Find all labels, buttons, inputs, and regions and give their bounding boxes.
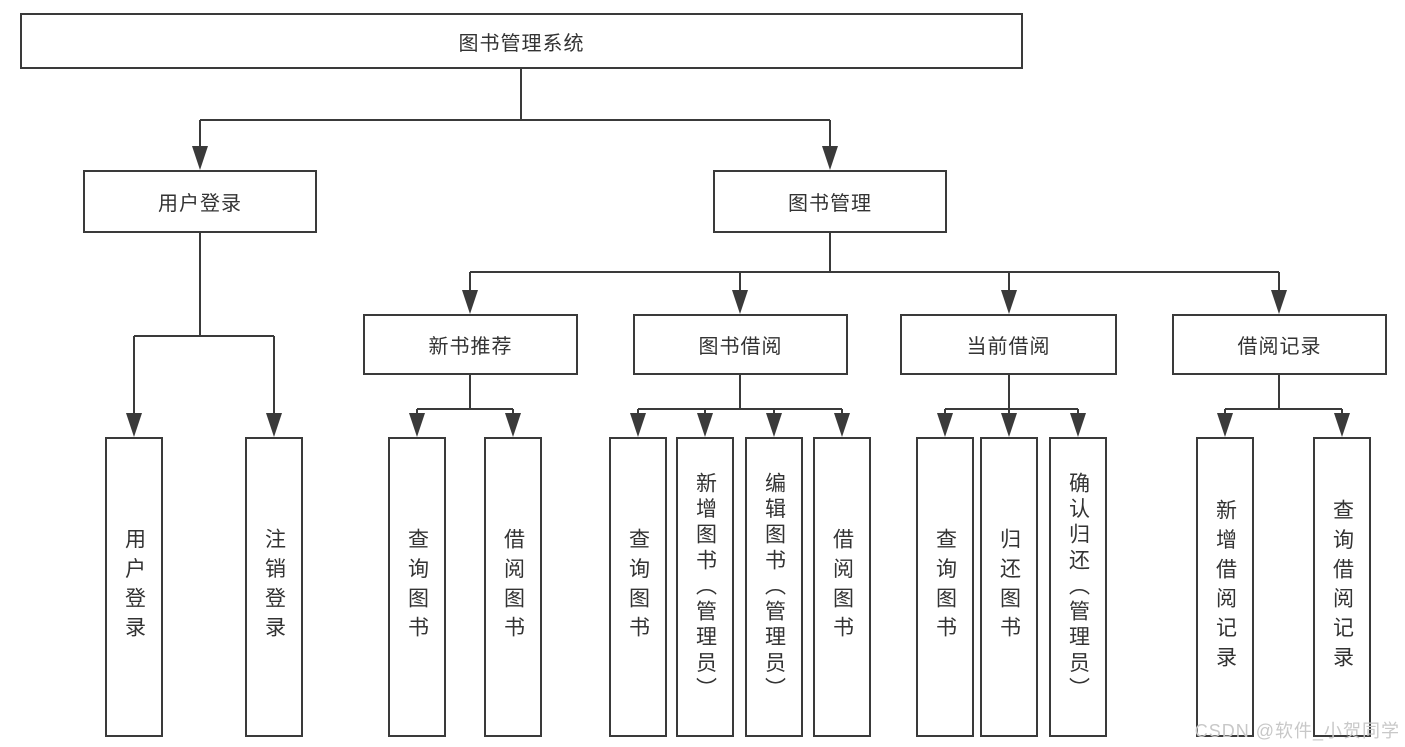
node-label: 图书借阅	[698, 336, 783, 358]
node-label: 编辑图书（管理员）	[762, 471, 786, 703]
node-book-borrow: 图书借阅	[633, 314, 848, 375]
leaf-query-borrow-record: 查询借阅记录	[1313, 437, 1371, 737]
leaf-add-book-admin: 新增图书（管理员）	[676, 437, 734, 737]
node-label: 借阅图书	[830, 528, 854, 646]
node-label: 新书推荐	[428, 336, 513, 358]
leaf-user-login: 用户登录	[105, 437, 163, 737]
node-label: 新增图书（管理员）	[693, 471, 717, 703]
leaf-logout: 注销登录	[245, 437, 303, 737]
leaf-query-book-3: 查询图书	[916, 437, 974, 737]
node-new-book-recommend: 新书推荐	[363, 314, 578, 375]
node-user-login: 用户登录	[83, 170, 317, 233]
leaf-borrow-book-2: 借阅图书	[813, 437, 871, 737]
node-current-borrow: 当前借阅	[900, 314, 1117, 375]
node-label: 用户登录	[158, 193, 242, 215]
node-label: 确认归还（管理员）	[1066, 471, 1090, 703]
node-label: 查询图书	[626, 528, 650, 646]
node-label: 查询图书	[405, 528, 429, 646]
watermark: CSDN @软件_小贺同学	[1194, 721, 1400, 741]
node-label: 新增借阅记录	[1213, 498, 1237, 676]
leaf-return-book: 归还图书	[980, 437, 1038, 737]
node-borrow-record: 借阅记录	[1172, 314, 1387, 375]
leaf-add-borrow-record: 新增借阅记录	[1196, 437, 1254, 737]
node-label: 当前借阅	[966, 336, 1051, 358]
node-label: 借阅图书	[501, 528, 525, 646]
leaf-query-book-2: 查询图书	[609, 437, 667, 737]
node-label: 注销登录	[262, 528, 286, 646]
leaf-query-book-1: 查询图书	[388, 437, 446, 737]
node-book-management: 图书管理	[713, 170, 947, 233]
leaf-confirm-return-admin: 确认归还（管理员）	[1049, 437, 1107, 737]
node-label: 图书管理系统	[458, 32, 585, 55]
node-label: 图书管理	[788, 193, 872, 215]
arrowheads	[126, 146, 1350, 437]
node-label: 查询图书	[933, 528, 957, 646]
node-label: 查询借阅记录	[1330, 498, 1354, 676]
leaf-borrow-book-1: 借阅图书	[484, 437, 542, 737]
node-root: 图书管理系统	[20, 13, 1023, 69]
node-label: 用户登录	[122, 528, 146, 646]
leaf-edit-book-admin: 编辑图书（管理员）	[745, 437, 803, 737]
node-label: 归还图书	[997, 528, 1021, 646]
node-label: 借阅记录	[1237, 336, 1322, 358]
